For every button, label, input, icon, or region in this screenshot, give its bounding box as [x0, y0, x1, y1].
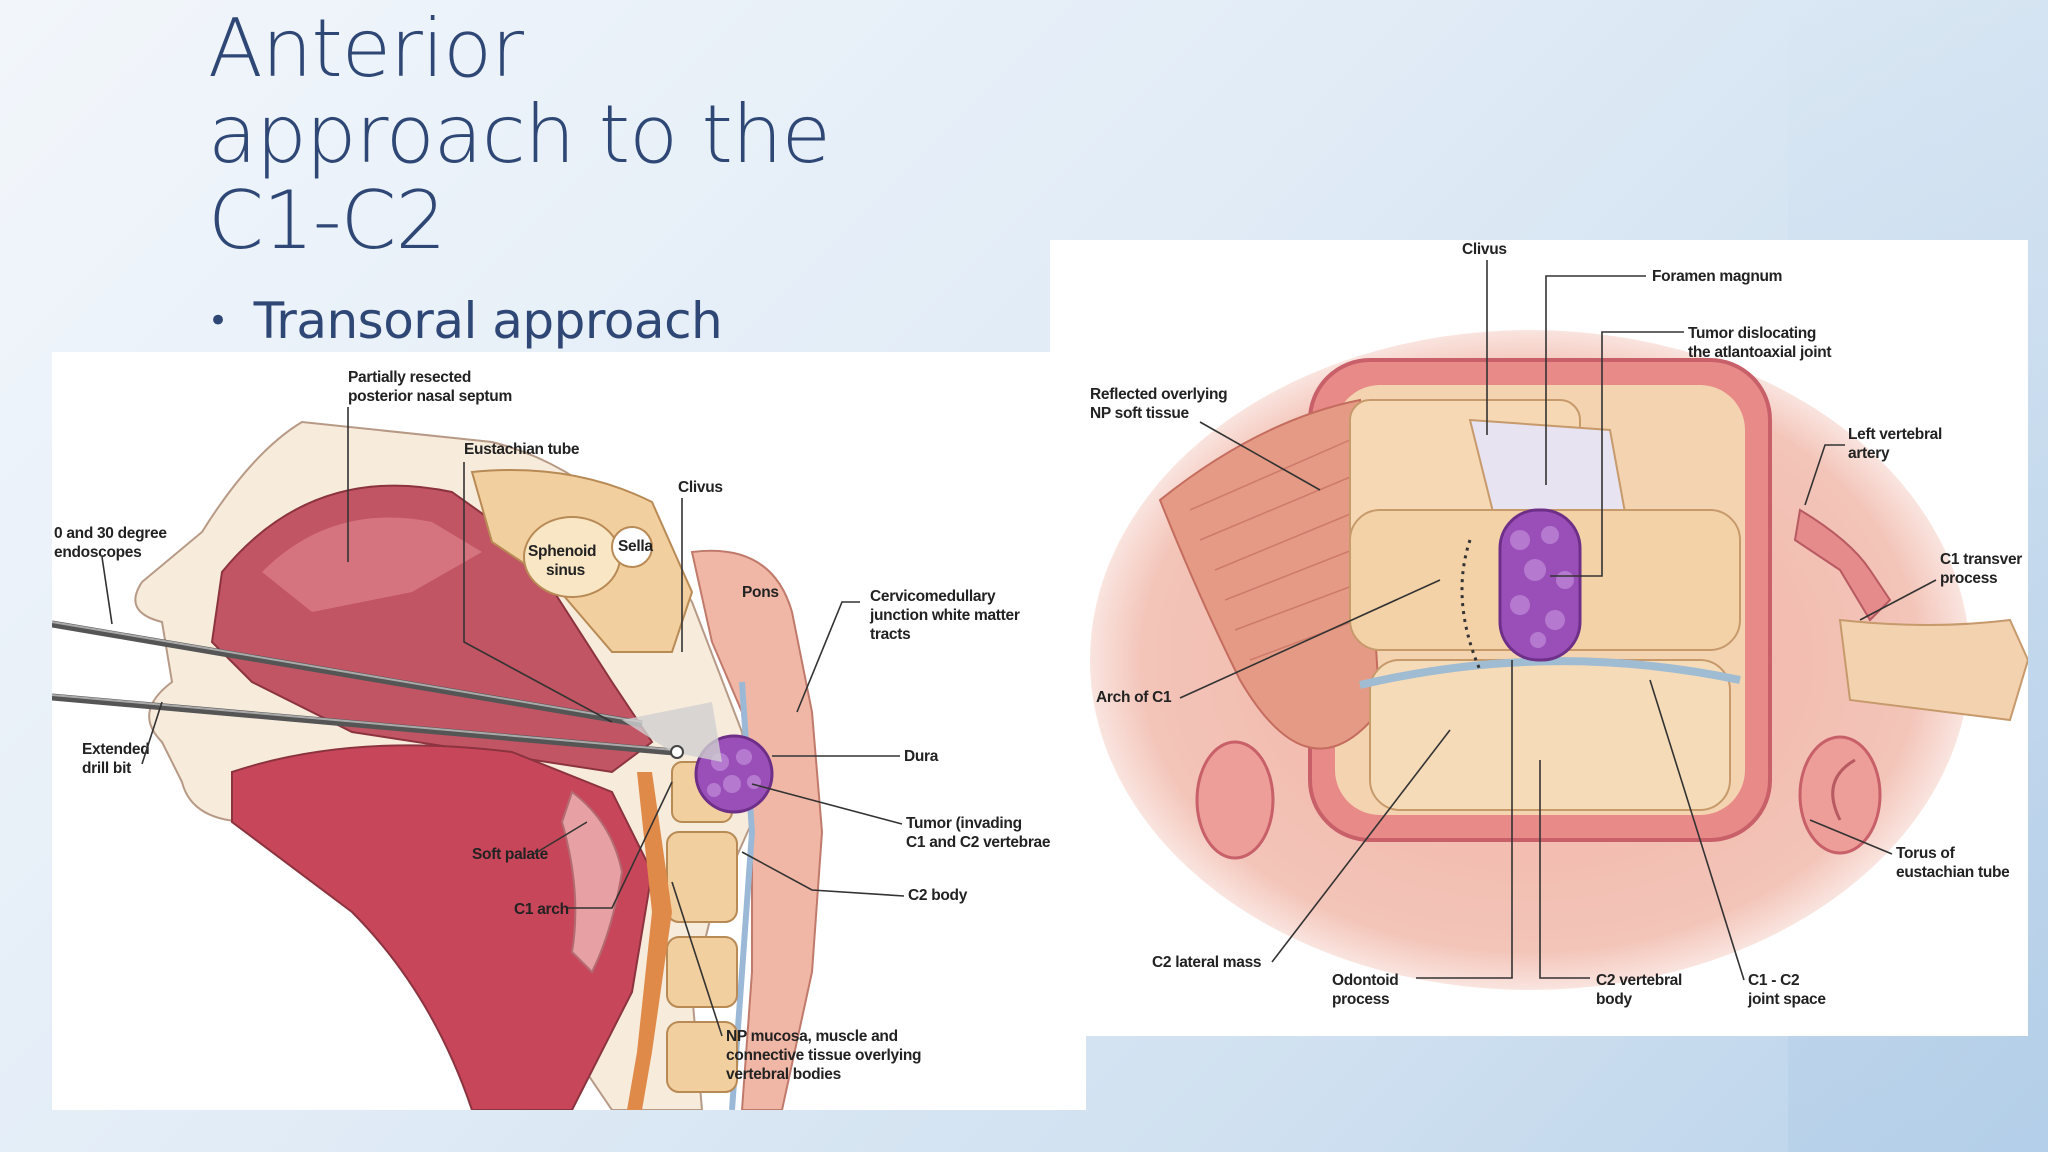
label-foramen-magnum: Foramen magnum — [1652, 268, 1782, 285]
endoscope-tube — [52, 620, 643, 728]
label-septum-1: Partially resected — [348, 369, 471, 386]
label-endoscopes-1: 0 and 30 degree — [54, 525, 167, 542]
soft-palate — [560, 790, 624, 974]
label-odontoid-1: Odontoid — [1332, 972, 1398, 989]
torus-left — [1195, 740, 1275, 860]
label-eustachian-tube: Eustachian tube — [464, 441, 580, 458]
drill-tip — [670, 745, 684, 759]
torus-right-curl — [1831, 758, 1856, 821]
np-mucosa-strip — [627, 772, 672, 1110]
label-tumor-2: C1 and C2 vertebrae — [906, 834, 1051, 851]
sagittal-illustration: Partially resected posterior nasal septu… — [52, 352, 1086, 1110]
label-left-vertebral-1: Left vertebral — [1848, 426, 1942, 443]
title-line-2: approach to the — [208, 88, 831, 181]
bullet-item: • Transoral approach — [208, 292, 723, 350]
slide-title: Anterior approach to the C1-C2 — [208, 6, 928, 264]
bullet-text: Transoral approach — [253, 292, 723, 350]
drill-bit-highlight — [52, 694, 675, 751]
muscle-striations — [1189, 439, 1371, 661]
tumor-nodule-2 — [736, 749, 752, 765]
label-c2-vertebral-1: C2 vertebral — [1596, 972, 1682, 989]
label-c2-body: C2 body — [908, 887, 968, 904]
label-torus-1: Torus of — [1896, 845, 1956, 862]
label-endoscopes-2: endoscopes — [54, 544, 141, 561]
label-c2-lateral-mass: C2 lateral mass — [1152, 954, 1261, 971]
label-left-vertebral-2: artery — [1848, 445, 1890, 462]
tumor-nodule-5 — [707, 783, 721, 797]
drill-bit-tube — [52, 693, 675, 756]
tumor-nodule-4 — [747, 775, 761, 789]
torus-right — [1798, 735, 1882, 855]
label-np-mucosa-3: vertebral bodies — [726, 1066, 841, 1083]
oral-cavity — [231, 744, 654, 1110]
vertebra-c4 — [666, 1021, 738, 1093]
label-sella: Sella — [618, 538, 653, 555]
title-line-3: C1-C2 — [208, 174, 446, 267]
label-dura: Dura — [904, 748, 939, 765]
joint-space-line — [1359, 657, 1741, 689]
title-line-1: Anterior — [208, 2, 524, 95]
label-arch-of-c1: Arch of C1 — [1096, 689, 1172, 706]
bullet-dot-icon: • — [208, 301, 228, 341]
leader-lines — [101, 407, 905, 1037]
label-cervicomedullary-3: tracts — [870, 626, 910, 643]
tumor-nodules — [1510, 526, 1574, 648]
anterior-drawing: Clivus Foramen magnum Tumor dislocating … — [1090, 241, 2028, 1008]
label-cervicomedullary-2: junction white matter — [869, 607, 1020, 624]
label-np-mucosa-1: NP mucosa, muscle and — [726, 1028, 898, 1045]
label-tumor-2: the atlantoaxial joint — [1688, 344, 1831, 361]
label-drill-2: drill bit — [82, 760, 131, 777]
label-odontoid-2: process — [1332, 991, 1389, 1008]
label-tumor-1: Tumor (invading — [906, 815, 1022, 832]
label-clivus: Clivus — [1462, 241, 1507, 258]
label-c1-transverse-1: C1 transver — [1940, 551, 2022, 568]
label-septum-2: posterior nasal septum — [348, 388, 512, 405]
label-c1c2-joint-1: C1 - C2 — [1748, 972, 1799, 989]
label-reflected-2: NP soft tissue — [1090, 405, 1190, 422]
label-pons: Pons — [742, 584, 779, 601]
label-soft-palate: Soft palate — [472, 846, 549, 863]
label-torus-2: eustachian tube — [1896, 864, 2010, 881]
label-sphenoid-2: sinus — [546, 562, 585, 579]
anterior-view-illustration: Clivus Foramen magnum Tumor dislocating … — [1050, 240, 2028, 1036]
c1-transverse-process — [1838, 618, 2028, 722]
brainstem — [690, 549, 824, 1110]
label-reflected-1: Reflected overlying — [1090, 386, 1227, 403]
label-cervicomedullary-1: Cervicomedullary — [870, 588, 996, 605]
label-tumor-1: Tumor dislocating — [1688, 325, 1816, 342]
label-sphenoid-1: Sphenoid — [528, 543, 596, 560]
left-vertebral-artery — [1793, 508, 1892, 622]
label-c1-transverse-2: process — [1940, 570, 1997, 587]
nasal-cavity-highlight — [262, 517, 482, 612]
label-drill-1: Extended — [82, 741, 149, 758]
leader-lines — [1179, 260, 1937, 981]
label-clivus: Clivus — [678, 479, 723, 496]
label-c1c2-joint-2: joint space — [1747, 991, 1826, 1008]
vertebra-c2 — [666, 831, 738, 923]
sella-turcica — [611, 526, 653, 568]
label-np-mucosa-2: connective tissue overlying — [726, 1047, 921, 1064]
label-c2-vertebral-2: body — [1596, 991, 1633, 1008]
label-c1-arch: C1 arch — [514, 901, 569, 918]
endoscope-tube-highlight — [52, 621, 643, 723]
sagittal-drawing: Partially resected posterior nasal septu… — [52, 369, 1051, 1110]
endoscope-light-cone — [622, 702, 722, 762]
c2-body-bone — [1369, 659, 1731, 811]
tumor-nodule-3 — [723, 775, 741, 793]
